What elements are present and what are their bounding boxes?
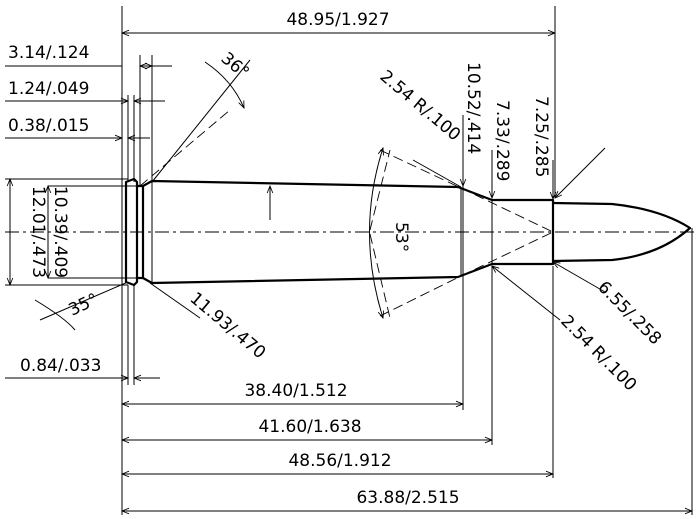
dimension-lines [5,33,692,511]
case-body [142,179,555,285]
rim-bevel-angle-label: 35° [66,290,102,321]
cartridge-outline [124,177,692,287]
case-length-label: 48.56/1.912 [288,451,391,471]
groove-width-label: 1.24/.049 [8,79,89,99]
length-to-shoulder-label: 38.40/1.512 [244,381,347,401]
overall-cartridge-length-label: 63.88/2.515 [356,488,459,508]
diameter-lines [10,115,553,285]
body-diameter-label: 11.93/.470 [186,289,270,364]
bullet-seat-diameter-label: 6.55/.258 [593,277,665,349]
rim-thickness-label: 3.14/.124 [8,43,89,63]
bullet-diameter-label: 7.25/.285 [531,96,551,177]
angle-lines [34,59,606,331]
base-diameter-label: 10.39/.409 [50,186,70,278]
shoulder-radius-label: 2.54 R/.100 [376,67,464,146]
shoulder-angle-label: 53° [391,222,411,252]
neck-diameter-label: 7.33/.289 [492,100,512,181]
rim-bevel-depth-label: 0.84/.033 [20,356,101,376]
overall-length-label: 48.95/1.927 [286,10,389,30]
extension-lines [5,6,693,515]
extractor-angle-label: 36° [217,49,253,84]
rim-offset-label: 0.38/.015 [8,116,89,136]
length-to-neck-label: 41.60/1.638 [258,417,361,437]
shoulder-diameter-label: 10.52/.414 [463,62,483,154]
dimension-labels: 48.95/1.927 3.14/.124 1.24/.049 0.38/.01… [8,10,665,508]
bullet-outline [552,201,692,263]
rim-diameter-label: 12.01/.473 [28,186,48,278]
